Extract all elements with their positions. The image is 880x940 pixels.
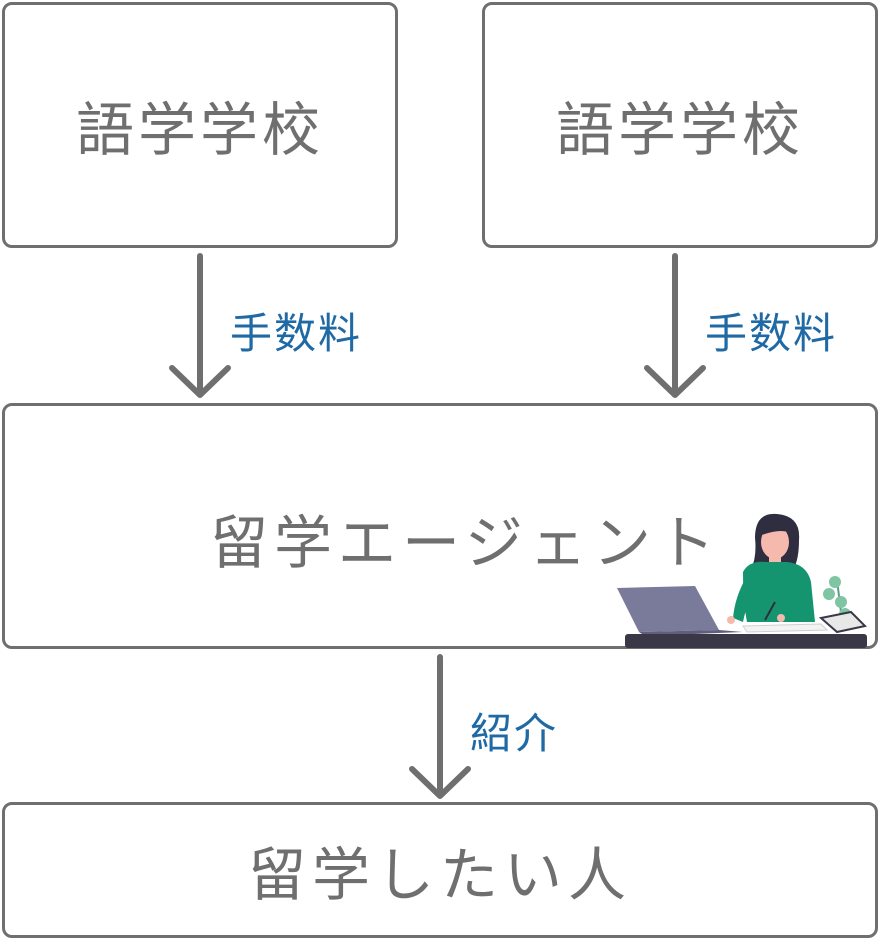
- language-school-node-1: 語学学校: [2, 2, 398, 248]
- fee-arrow-2: [644, 253, 706, 398]
- prospective-student-node: 留学したい人: [2, 802, 878, 938]
- language-school-label-2: 語学学校: [555, 96, 804, 164]
- language-school-label-1: 語学学校: [75, 96, 324, 164]
- fee-arrow-1: [169, 253, 231, 398]
- introduction-label: 紹介: [470, 709, 559, 758]
- fee-label-2: 手数料: [705, 309, 838, 358]
- study-abroad-agent-node: 留学エージェント: [2, 403, 878, 649]
- introduction-arrow: [409, 654, 471, 799]
- language-school-node-2: 語学学校: [482, 2, 878, 248]
- study-abroad-agent-label: 留学エージェント: [210, 509, 721, 577]
- fee-label-1: 手数料: [230, 309, 363, 358]
- woman-working-on-laptop-illustration: [617, 513, 868, 648]
- prospective-student-label: 留学したい人: [247, 841, 632, 909]
